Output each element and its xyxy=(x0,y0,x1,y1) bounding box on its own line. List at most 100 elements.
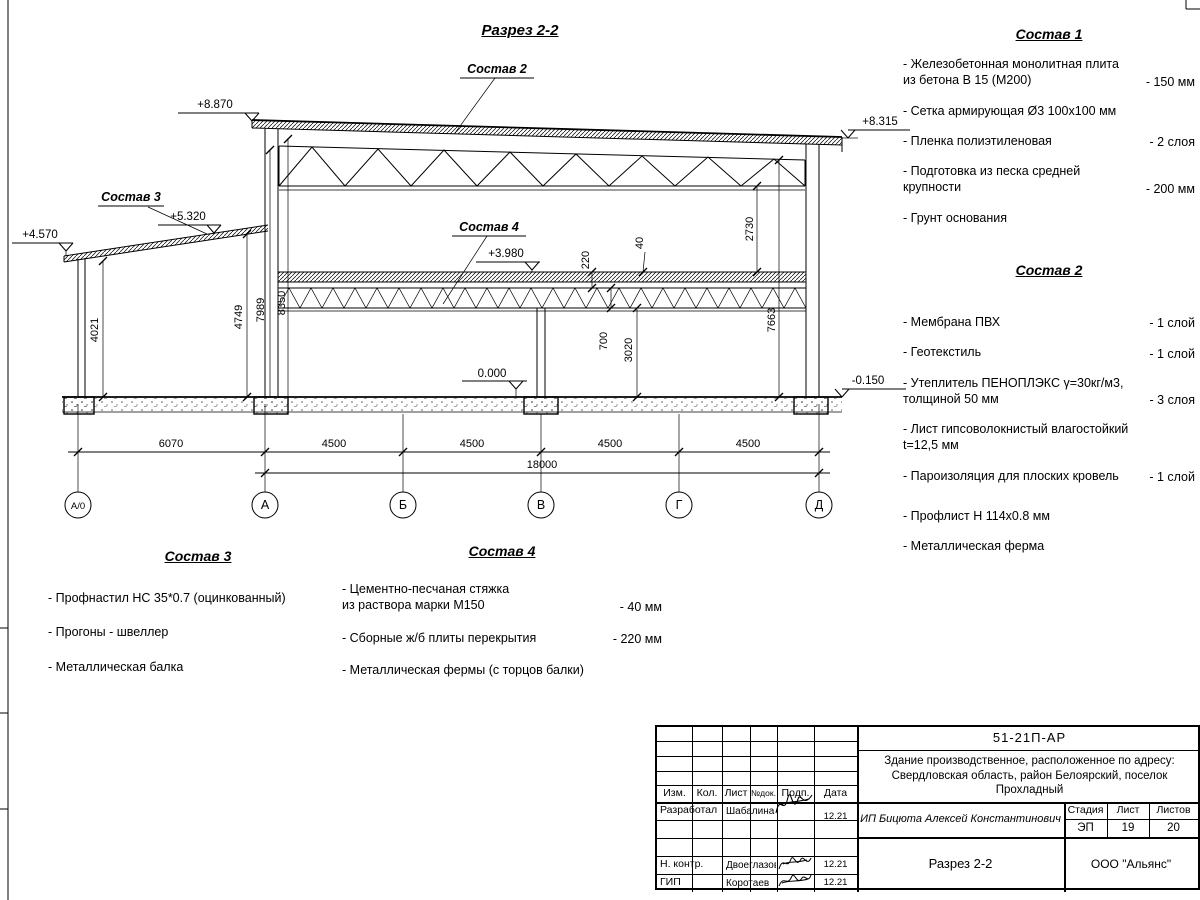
list-item: - Прогоны - швеллер xyxy=(48,624,348,640)
row-name: Коротаев xyxy=(726,877,770,889)
title-block: Изм. Кол. Лист №док. Подп. Дата Разработ… xyxy=(655,725,1200,892)
material-text: - Пленка полиэтиленовая xyxy=(903,133,1052,148)
list-item: - Геотекстиль - 1 слой xyxy=(903,344,1195,360)
signature xyxy=(778,874,812,887)
material-text: - Цементно-песчаная стяжка из раствора м… xyxy=(342,582,510,613)
col-kol: Кол. xyxy=(696,786,718,799)
bottom-dimensions: 6070 4500 4500 4500 4500 18000 xyxy=(68,404,830,492)
list-item: - Пароизоляция для плоских кровель - 1 с… xyxy=(903,468,1195,484)
sostav1-list: Состав 1 - Железобетонная монолитная пли… xyxy=(903,26,1195,240)
material-value: - 1 слой xyxy=(1149,346,1195,361)
material-text: - Лист гипсоволокнистый влагостойкий t=1… xyxy=(903,422,1129,453)
material-value: - 2 слоя xyxy=(1149,135,1195,149)
list-item: - Грунт основания xyxy=(903,210,1195,226)
doc-number: 51-21П-АР xyxy=(992,730,1067,746)
dim-annex-left: 4021 xyxy=(89,318,101,342)
row-date: 12.21 xyxy=(823,810,848,822)
row-role: Разработал xyxy=(660,804,718,817)
annex-roof xyxy=(63,224,269,263)
main-roof xyxy=(251,119,858,152)
dim-floor-truss: 700 xyxy=(598,332,610,350)
sostav4-title: Состав 4 xyxy=(468,543,536,559)
dim-right-wall: 7663 xyxy=(766,308,778,332)
dim-wall-outer: 8350 xyxy=(276,291,288,315)
sheets-value: 20 xyxy=(1167,821,1180,834)
list-item: - Железобетонная монолитная плита из бет… xyxy=(903,56,1195,89)
col-ndoc: №док. xyxy=(751,787,776,798)
material-value: - 1 слой xyxy=(1149,469,1195,484)
sostav2-list: Состав 2 - Мембрана ПВХ - 1 слой - Геоте… xyxy=(903,262,1195,568)
list-item: - Сетка армирующая Ø3 100x100 мм xyxy=(903,103,1195,119)
dim-annex-right: 4749 xyxy=(233,305,245,329)
sostav2-title: Состав 2 xyxy=(1015,262,1083,278)
customer: ИП Бицюта Алексей Константинович xyxy=(860,813,1061,826)
label-sostav2: Состав 2 xyxy=(467,62,527,76)
axis-g: Г xyxy=(676,498,683,512)
list-item: - Подготовка из песка средней крупности … xyxy=(903,163,1195,196)
label-sostav3: Состав 3 xyxy=(101,190,161,204)
project-description: Здание производственное, расположенное п… xyxy=(884,754,1175,797)
list-item: - Утеплитель ПЕНОПЛЭКС γ=30кг/м3, толщин… xyxy=(903,375,1195,408)
stage-label: Стадия xyxy=(1067,803,1104,816)
material-value: - 150 мм xyxy=(1145,74,1195,89)
material-text: - Мембрана ПВХ xyxy=(903,315,1001,329)
row-date: 12.21 xyxy=(823,858,848,870)
list-item: - Металлическая балка xyxy=(48,659,348,675)
elevation-below-zero: -0.150 xyxy=(852,375,885,387)
dim-ground-clear: 3020 xyxy=(623,338,635,362)
elevation-top-right: +8.315 xyxy=(862,116,898,128)
material-text: - Утеплитель ПЕНОПЛЭКС γ=30кг/м3, толщин… xyxy=(903,375,1124,406)
list-item: - Металлическая ферма xyxy=(903,538,1195,554)
elevation-zero: 0.000 xyxy=(478,368,507,380)
signature xyxy=(775,794,813,814)
dim-screed: 40 xyxy=(634,237,646,249)
axis-a: А xyxy=(261,498,270,512)
company: ООО "Альянс" xyxy=(1090,856,1172,871)
list-item: - Пленка полиэтиленовая - 2 слоя xyxy=(903,133,1195,149)
dim-span-1: 6070 xyxy=(159,438,183,450)
material-text: - Профнастил НС 35*0.7 (оцинкованный) xyxy=(48,591,286,605)
list-item: - Цементно-песчаная стяжка из раствора м… xyxy=(342,581,662,614)
sheet-value: 19 xyxy=(1121,821,1135,834)
ground-floor xyxy=(62,396,842,415)
material-text: - Сборные ж/б плиты перекрытия xyxy=(342,630,537,645)
material-value: - 220 мм xyxy=(612,631,662,646)
elevation-marks: +8.870 +8.315 +5.320 +4.570 +3.980 0.000… xyxy=(12,99,910,398)
axis-v: В xyxy=(537,498,545,512)
signature xyxy=(778,857,812,870)
elevation-annex-left: +4.570 xyxy=(22,229,58,241)
material-value: - 3 слоя xyxy=(1149,393,1195,407)
material-value: - 40 мм xyxy=(619,599,662,614)
label-sostav4: Состав 4 xyxy=(459,220,519,234)
axis-b: Б xyxy=(399,498,407,512)
material-value: - 1 слой xyxy=(1149,316,1195,331)
sheets-label: Листов xyxy=(1156,803,1191,816)
material-text: - Металлическая ферма xyxy=(903,539,1045,553)
row-name: Двоеглазов xyxy=(726,859,776,871)
sheet-title: Разрез 2-2 xyxy=(928,856,993,872)
list-item: - Профнастил НС 35*0.7 (оцинкованный) xyxy=(48,590,348,606)
material-text: - Грунт основания xyxy=(903,210,1008,225)
roof-truss xyxy=(278,145,806,191)
col-data: Дата xyxy=(823,786,848,799)
list-item: - Профлист Н 114х0.8 мм xyxy=(903,508,1195,524)
material-value: - 200 мм xyxy=(1145,181,1195,196)
material-text: - Подготовка из песка средней крупности xyxy=(903,164,1081,195)
material-text: - Металлическая фермы (с торцов балки) xyxy=(342,662,584,677)
list-item: - Лист гипсоволокнистый влагостойкий t=1… xyxy=(903,421,1195,454)
elevation-annex-peak: +5.320 xyxy=(170,211,206,223)
row-name: Шабалина xyxy=(726,805,775,817)
dim-span-4: 4500 xyxy=(598,438,622,450)
col-list: Лист xyxy=(724,786,748,799)
dim-slab: 220 xyxy=(580,251,592,269)
material-text: - Железобетонная монолитная плита из бет… xyxy=(903,57,1119,88)
axis-a0: А/0 xyxy=(71,501,85,512)
dim-total: 18000 xyxy=(527,459,558,471)
col-izm: Изм. xyxy=(663,786,686,799)
sheet-label: Лист xyxy=(1116,803,1140,816)
dim-truss-right: 2730 xyxy=(744,217,756,241)
row-role: ГИП xyxy=(660,876,681,889)
dim-span-3: 4500 xyxy=(460,438,484,450)
elevation-top-left: +8.870 xyxy=(197,99,233,111)
